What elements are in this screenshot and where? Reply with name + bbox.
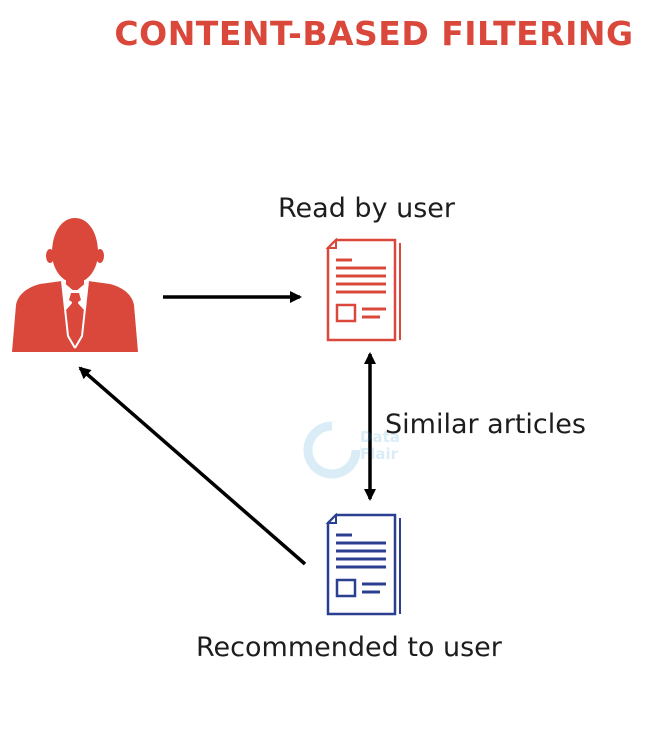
label-recommended-to-user: Recommended to user [196,632,502,663]
label-read-by-user: Read by user [278,193,456,224]
watermark-logo: Data Flair [302,420,442,480]
page-title: CONTENT-BASED FILTERING [114,14,634,53]
dataflair-logo-icon [303,421,361,479]
user-icon [12,218,138,352]
label-similar-articles: Similar articles [385,409,586,440]
watermark-text: Data [360,428,400,446]
watermark-text: Flair [360,445,399,463]
arrow-recommended-to-user [78,366,307,566]
document-icon [325,512,401,616]
document-icon [325,237,401,342]
